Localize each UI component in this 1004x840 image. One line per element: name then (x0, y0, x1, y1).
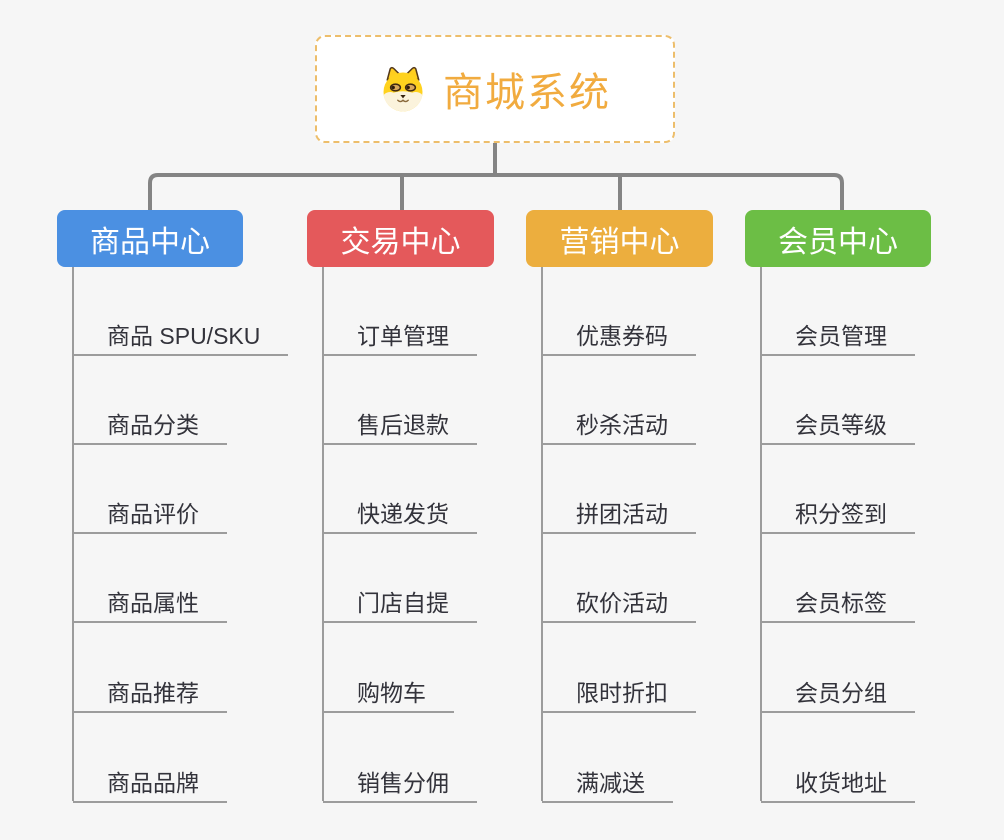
leaf-node[interactable]: 会员分组 (761, 675, 915, 713)
leaf-node[interactable]: 砍价活动 (542, 585, 696, 623)
branch-node-marketing-center[interactable]: 营销中心 (526, 210, 713, 267)
leaf-node[interactable]: 购物车 (323, 675, 454, 713)
leaf-node[interactable]: 积分签到 (761, 496, 915, 534)
root-node[interactable]: 商城系统 (315, 35, 675, 143)
leaf-node[interactable]: 会员管理 (761, 318, 915, 356)
leaf-node[interactable]: 商品 SPU/SKU (73, 318, 289, 356)
root-node-label: 商城系统 (443, 71, 611, 115)
leaf-node[interactable]: 商品推荐 (73, 675, 227, 713)
leaf-node[interactable]: 收货地址 (761, 765, 915, 803)
leaf-node[interactable]: 售后退款 (323, 407, 477, 445)
leaf-node[interactable]: 会员等级 (761, 407, 915, 445)
leaf-node[interactable]: 商品属性 (73, 585, 227, 623)
leaf-node[interactable]: 商品品牌 (73, 765, 227, 803)
branch-node-product-center[interactable]: 商品中心 (57, 210, 243, 267)
leaf-node[interactable]: 拼团活动 (542, 496, 696, 534)
leaf-node[interactable]: 门店自提 (323, 585, 477, 623)
shiba-dog-icon (383, 66, 423, 112)
leaf-node[interactable]: 满减送 (542, 765, 673, 803)
leaf-node[interactable]: 优惠券码 (542, 318, 696, 356)
leaf-node[interactable]: 销售分佣 (323, 765, 477, 803)
leaf-node[interactable]: 快递发货 (323, 496, 477, 534)
branch-node-trade-center[interactable]: 交易中心 (307, 210, 494, 267)
leaf-node[interactable]: 限时折扣 (542, 675, 696, 713)
leaf-node[interactable]: 会员标签 (761, 585, 915, 623)
branch-node-member-center[interactable]: 会员中心 (745, 210, 931, 267)
leaf-node[interactable]: 秒杀活动 (542, 407, 696, 445)
leaf-node[interactable]: 商品评价 (73, 496, 227, 534)
leaf-node[interactable]: 商品分类 (73, 407, 227, 445)
leaf-node[interactable]: 订单管理 (323, 318, 477, 356)
